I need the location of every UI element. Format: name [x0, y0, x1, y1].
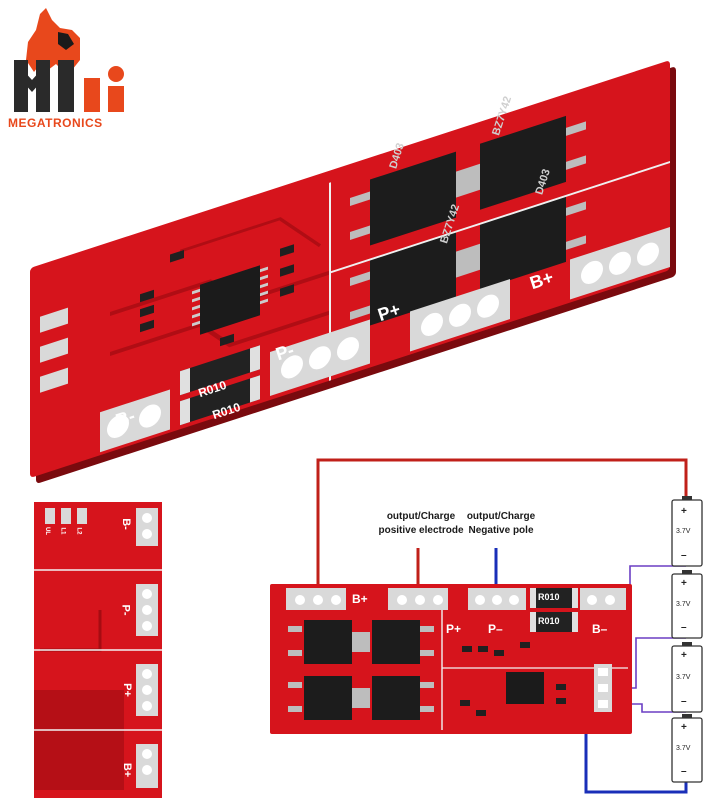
- diagram-label-bminus: B–: [592, 622, 608, 636]
- diagram-resistor-label-2: R010: [538, 616, 560, 626]
- annotation-negative-line-1: output/Charge: [466, 511, 536, 522]
- battery-2-minus: –: [681, 622, 687, 633]
- diagram-label-pminus: P–: [488, 622, 503, 636]
- diagram-resistor-label-1: R010: [538, 592, 560, 602]
- positive-wire: [316, 458, 688, 598]
- annotation-negative-line-2: Negative pole: [468, 525, 534, 536]
- battery-1-plus: +: [681, 506, 687, 517]
- annotation-positive-line-2: positive electrode: [378, 525, 464, 536]
- battery-1-voltage: 3.7V: [676, 528, 691, 535]
- battery-3-plus: +: [681, 650, 687, 661]
- battery-stack: [671, 496, 703, 783]
- battery-4-voltage: 3.7V: [676, 745, 691, 752]
- brand-name: MEGATRONICS: [8, 116, 103, 130]
- diagram-label-bplus: B+: [352, 592, 368, 606]
- battery-3-voltage: 3.7V: [676, 674, 691, 681]
- annotation-positive: output/Charge positive electrode: [376, 510, 466, 538]
- battery-2-voltage: 3.7V: [676, 601, 691, 608]
- battery-4-plus: +: [681, 722, 687, 733]
- annotation-negative: output/Charge Negative pole: [464, 510, 538, 538]
- battery-2-plus: +: [681, 578, 687, 589]
- logo-mark-icon: [14, 8, 124, 112]
- battery-1-minus: –: [681, 550, 687, 561]
- diagram-label-pplus: P+: [446, 622, 462, 636]
- battery-3-minus: –: [681, 696, 687, 707]
- battery-4-minus: –: [681, 766, 687, 777]
- annotation-positive-line-1: output/Charge: [386, 511, 456, 522]
